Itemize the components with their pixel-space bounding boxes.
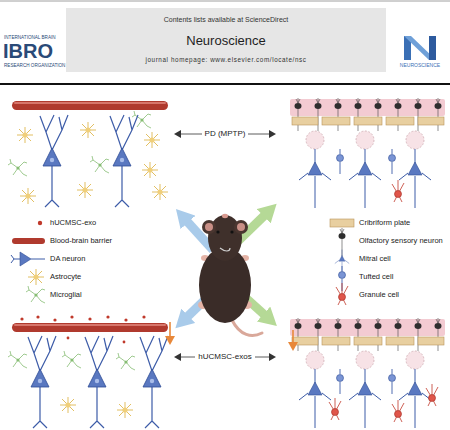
illustration-part: [28, 336, 56, 428]
illustration-part: [404, 36, 436, 60]
illustration-part: [205, 223, 213, 231]
header-text: Contents lists available at ScienceDirec…: [164, 16, 289, 24]
illustration-part: [220, 248, 230, 251]
illustration-part: [429, 36, 436, 60]
illustration-part: [116, 353, 135, 370]
illustration-part: [292, 330, 294, 344]
illustration-part: [88, 317, 91, 320]
illustration-part: [60, 397, 76, 413]
illustration-part: [77, 182, 93, 198]
illustration-part: [232, 320, 262, 335]
logo-text: NEUROSCIENCE: [400, 63, 440, 69]
illustration-part: [80, 122, 96, 138]
illustration-part: [85, 336, 113, 428]
illustration-part: [14, 324, 166, 326]
legend-text: Granule cell: [359, 291, 399, 299]
illustration-part: [152, 184, 168, 200]
illustration-part: [132, 111, 151, 128]
illustration-part: [142, 162, 158, 178]
illustration-part: [62, 351, 81, 368]
illustration-part: [124, 318, 127, 321]
illustration-part: [53, 318, 56, 321]
mouse: [198, 214, 262, 336]
condition-label: hUCMSC-exos: [195, 353, 254, 362]
illustration-part: [237, 223, 245, 231]
illustration-part: [392, 180, 404, 202]
illustration-part: [70, 315, 73, 318]
illustration-part: [12, 323, 168, 332]
pd-brain-panel: [8, 101, 168, 207]
illustration-part: [26, 286, 45, 303]
illustration-part: [330, 219, 354, 227]
illustration-part: [216, 230, 219, 233]
illustration-part: [90, 156, 109, 173]
illustration-part: [117, 402, 133, 418]
legend-text: Olfactory sensory neuron: [359, 237, 443, 245]
illustration-part: [36, 315, 39, 318]
illustration-part: [0, 1, 450, 2]
legend-text: Astrocyte: [50, 273, 81, 281]
illustration-part: [123, 341, 126, 344]
legend-samples: [11, 219, 354, 305]
illustration-part: [8, 351, 27, 368]
illustration-part: [336, 283, 348, 305]
legend-text: hUCMSC-exo: [50, 219, 96, 227]
illustration-part: [20, 317, 23, 320]
header-box: Contents lists available at ScienceDirec…: [66, 8, 386, 72]
treated-olfactory-panel: [290, 318, 445, 428]
illustration-part: [8, 159, 27, 176]
legend-text: Microglial: [50, 291, 82, 299]
illustration-part: [169, 322, 171, 338]
illustration-part: [234, 220, 248, 234]
legend-text: DA neuron: [50, 255, 85, 263]
legend-text: Cribriform plate: [359, 219, 410, 227]
illustration-part: [67, 337, 70, 340]
illustration-part: [426, 384, 438, 406]
illustration-part: [38, 221, 42, 225]
illustration-part: [28, 269, 44, 285]
condition-label: PD (MPTP): [202, 130, 249, 139]
illustration-part: [106, 315, 109, 318]
illustration-part: [222, 214, 228, 218]
illustration-part: [392, 400, 404, 422]
legend-text: Mitral cell: [359, 255, 391, 263]
logo-text: INTERNATIONAL BRAIN: [4, 35, 56, 40]
illustration-part: [142, 315, 145, 318]
legend-text: Tufted cell: [359, 273, 393, 281]
journal-title: Neuroscience: [186, 33, 266, 49]
illustration-part: [110, 115, 138, 207]
pd-olfactory-panel: [290, 98, 445, 208]
illustration-part: [40, 115, 68, 207]
illustration-part: [17, 127, 33, 143]
treated-brain-panel: [8, 315, 170, 428]
illustration-part: [290, 318, 445, 428]
illustration-part: [12, 238, 45, 244]
illustration-part: [329, 398, 341, 420]
illustration-part: [140, 336, 168, 428]
illustration-part: [230, 230, 233, 233]
header-text: journal homepage: www.elsevier.com/locat…: [145, 56, 306, 64]
illustration-part: [14, 102, 166, 104]
illustration-part: [20, 252, 31, 266]
logo-text: RESEARCH ORGANIZATION: [4, 63, 65, 68]
illustration-part: [202, 220, 216, 234]
illustration-part: [20, 188, 36, 204]
illustration-part: [144, 132, 160, 148]
legend-text: Blood-brain barrier: [50, 237, 112, 245]
logo-text: IBRO: [3, 40, 53, 62]
illustration-part: [12, 101, 168, 110]
illustration-part: [0, 83, 450, 85]
illustration-part: [290, 98, 445, 208]
